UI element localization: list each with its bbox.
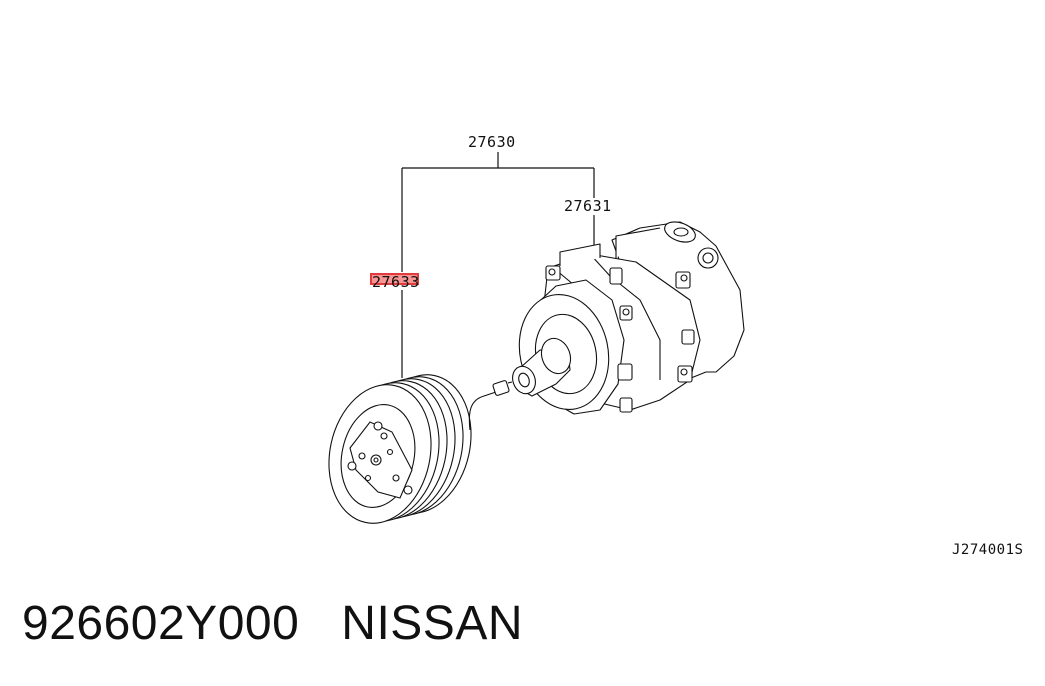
callout-compressor: 27631 (564, 197, 612, 215)
callout-highlight (370, 273, 419, 285)
callout-clutch: 27633 (372, 273, 420, 291)
leader-lines (401, 152, 595, 378)
callout-assembly: 27630 (468, 133, 516, 151)
caption: 926602Y000 NISSAN (22, 596, 523, 651)
compressor-drawing (512, 221, 745, 415)
clutch-drawing (328, 374, 513, 524)
figure-code: J274001S (952, 542, 1024, 558)
part-number: 926602Y000 (22, 597, 300, 650)
brand-name: NISSAN (341, 597, 523, 650)
